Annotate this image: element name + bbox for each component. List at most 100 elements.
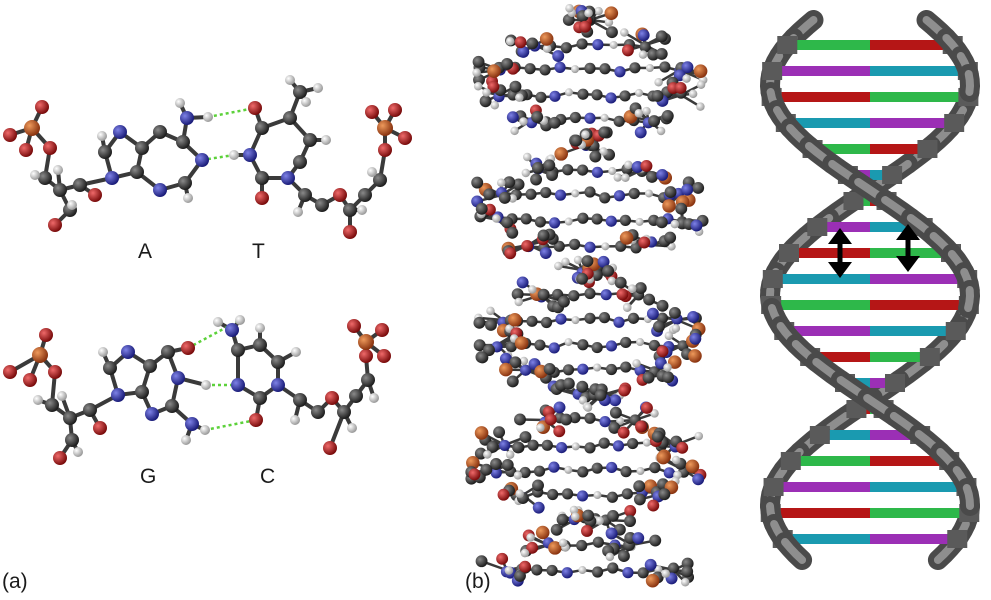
atom-C [569, 412, 581, 424]
atom-H [505, 450, 515, 459]
atom-C [637, 567, 649, 579]
atom-C [557, 295, 570, 308]
atom-H [663, 363, 672, 372]
atom-H [681, 578, 690, 587]
atom-H [613, 173, 623, 182]
atom-C [527, 439, 539, 451]
atom-O [579, 20, 592, 33]
atom-C [627, 312, 640, 324]
atom-C [655, 216, 668, 229]
base-block [870, 274, 968, 284]
atom-H [581, 130, 590, 139]
atom-C [532, 479, 544, 492]
atom-C [584, 442, 596, 454]
atom-C [613, 115, 625, 127]
atom-O [487, 80, 500, 93]
atom-C [594, 389, 607, 402]
atom-O [544, 413, 557, 426]
atom-P [645, 573, 660, 588]
atom-O [468, 468, 481, 481]
atom-P [514, 336, 529, 350]
atom-C [165, 399, 179, 413]
atom-C [550, 523, 563, 536]
atom-C [577, 339, 589, 351]
atom-H [645, 63, 654, 72]
atom-N [516, 276, 529, 289]
atom-C [619, 90, 631, 102]
atom-C [664, 186, 677, 199]
atom-H [293, 207, 303, 217]
atom-P [667, 355, 682, 369]
atom-C [98, 145, 112, 159]
atom-N [634, 126, 647, 139]
atom-C [231, 343, 245, 357]
atom-N [577, 363, 589, 375]
atom-N [622, 567, 634, 579]
atom-C [619, 214, 632, 226]
ball-and-stick-dna-helix [465, 3, 709, 588]
atom-P [24, 120, 40, 136]
atom-C [624, 515, 637, 528]
atom-P [535, 525, 550, 540]
atom-H [357, 205, 367, 215]
atom-H [696, 102, 705, 111]
atom-C [591, 89, 603, 101]
atom-P [32, 347, 48, 363]
atom-N [692, 473, 705, 486]
atom-N [644, 558, 657, 571]
atom-C [514, 569, 526, 582]
atom-O [43, 141, 57, 155]
hydrogen-bond [207, 106, 256, 119]
base-block [772, 274, 870, 284]
atom-N [689, 332, 702, 345]
atom-O [35, 100, 49, 114]
atom-H [536, 423, 545, 433]
atom-H [634, 109, 644, 118]
atom-C [561, 488, 574, 500]
atom-H [515, 93, 524, 102]
atom-H [654, 78, 663, 87]
atom-N [195, 153, 209, 167]
atom-C [514, 413, 526, 426]
atom-H [605, 552, 615, 562]
atom-C [178, 176, 192, 190]
atom-C [526, 315, 538, 327]
atom-C [153, 125, 167, 139]
atom-O [624, 505, 637, 517]
atom-H [367, 167, 377, 177]
atom-N [632, 532, 645, 544]
base-block [870, 222, 923, 232]
atom-C [311, 405, 325, 419]
backbone-highlight [964, 70, 975, 96]
sugar-block [947, 530, 968, 548]
atom-N [576, 490, 589, 502]
atom-H [601, 242, 610, 251]
atom-C [543, 159, 556, 172]
atom-C [584, 62, 596, 74]
atom-C [501, 459, 514, 471]
atom-C [103, 361, 117, 375]
atom-H [203, 112, 213, 122]
atom-N [520, 364, 532, 376]
atom-H [624, 160, 633, 170]
atom-C [651, 430, 664, 443]
atom-C [560, 42, 572, 54]
atom-O [514, 36, 527, 49]
atom-H [608, 167, 617, 176]
atom-N [499, 439, 511, 452]
atom-O [325, 391, 339, 405]
atom-C [534, 339, 546, 351]
atom-C [648, 339, 660, 352]
atom-N [597, 255, 610, 268]
atom-C [512, 178, 525, 191]
atom-C [658, 488, 671, 501]
atom-C [511, 288, 524, 301]
atom-C [484, 319, 497, 331]
sugar-block [882, 166, 903, 184]
atom-C [534, 216, 547, 228]
atom-C [655, 30, 668, 43]
atom-C [531, 111, 544, 123]
atom-N [111, 388, 125, 402]
atom-C [568, 290, 580, 302]
atom-C [590, 269, 603, 281]
